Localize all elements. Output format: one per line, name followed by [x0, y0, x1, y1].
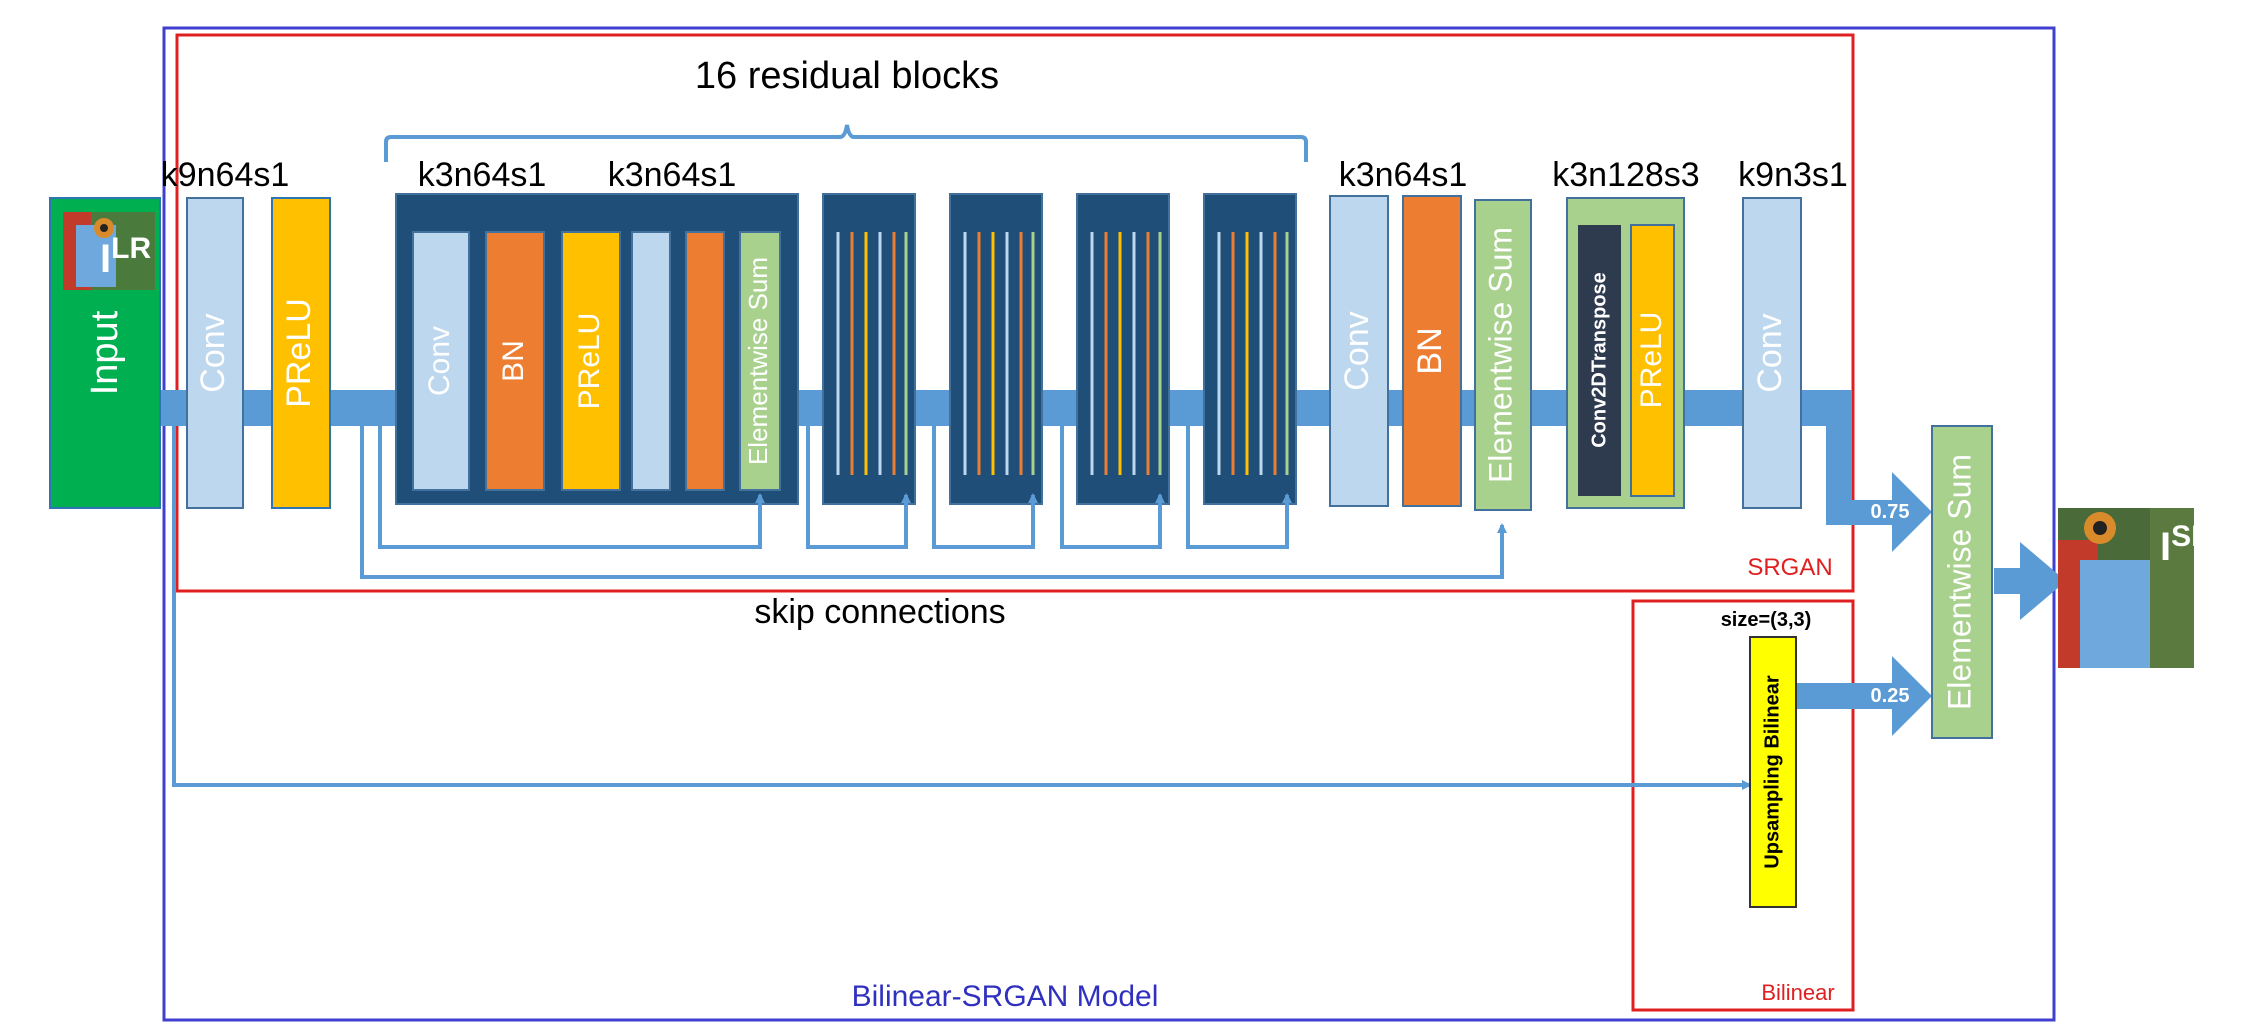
lr-image-label: ILR: [100, 232, 151, 281]
prelu-layer-2: [1630, 224, 1675, 497]
bilinear-border: [1631, 599, 1855, 1012]
prelu-layer-1: [271, 197, 331, 509]
rb-elementwise-sum: [739, 231, 781, 491]
conv2d-transpose-label: Conv2DTranspose: [1588, 272, 1610, 448]
input-label: Input: [84, 310, 126, 395]
upsampling-bilinear-layer: [1749, 636, 1797, 908]
rb-bn-label: BN: [497, 340, 530, 382]
weight-arrow-bilinear: [1892, 656, 1932, 736]
kernel-label-2: k3n64s1: [418, 156, 547, 194]
final-output-arrow: [2020, 542, 2066, 620]
bilinear-input-line: [172, 420, 1752, 790]
bilinear-label: Bilinear: [1761, 980, 1834, 1005]
rb-bn-layer: [485, 231, 545, 491]
final-elementwise-sum-label: Elementwise Sum: [1941, 454, 1977, 710]
weight-arrow-srgan: [1892, 472, 1932, 552]
kernel-label-4: k3n64s1: [1339, 156, 1468, 194]
rb-conv-layer: [412, 231, 470, 491]
rb-conv-layer-2: [631, 231, 671, 491]
conv-layer-1: [186, 197, 244, 509]
rb-bn-layer-2: [685, 231, 725, 491]
upsampling-bilinear-label: Upsampling Bilinear: [1761, 675, 1783, 869]
prelu-layer-2-label: PReLU: [1635, 312, 1668, 409]
sr-image-label: ISR: [2160, 520, 2213, 569]
conv-layer-2: [1329, 195, 1389, 507]
conv2d-transpose-layer: [1578, 225, 1621, 496]
residual-blocks-title: 16 residual blocks: [695, 55, 999, 97]
lr-image-thumbnail: [63, 212, 155, 290]
conv-layer-3: [1742, 197, 1802, 509]
residual-block-5: [1203, 193, 1297, 505]
weight-bilinear: 0.25: [1871, 685, 1910, 707]
sr-image-thumbnail: [2058, 508, 2194, 668]
rb-prelu-layer: [561, 231, 621, 491]
kernel-label-3: k3n64s1: [608, 156, 737, 194]
kernel-label-1: k9n64s1: [161, 156, 290, 194]
bn-layer-2: [1402, 195, 1462, 507]
conv-layer-2-label: Conv: [1338, 311, 1376, 390]
weight-srgan: 0.75: [1871, 501, 1910, 523]
size-label: size=(3,3): [1721, 609, 1812, 631]
srgan-label: SRGAN: [1747, 554, 1832, 581]
elementwise-sum-2: [1474, 199, 1532, 511]
rb-conv-label: Conv: [423, 326, 456, 396]
elementwise-sum-2-label: Elementwise Sum: [1482, 227, 1518, 483]
srgan-border: [175, 33, 1855, 593]
residual-block-3: [949, 193, 1043, 505]
residual-block-2: [822, 193, 916, 505]
kernel-label-6: k9n3s1: [1738, 156, 1848, 194]
bn-layer-2-label: BN: [1411, 327, 1449, 374]
conv-layer-3-label: Conv: [1751, 313, 1789, 392]
conv-layer-1-label: Conv: [194, 313, 232, 392]
rb-elementwise-sum-label: Elementwise Sum: [743, 257, 773, 465]
skip-connections-label: skip connections: [754, 593, 1005, 631]
final-output-path: [1994, 568, 2024, 594]
final-elementwise-sum: [1931, 425, 1993, 739]
long-skip-connection: [360, 420, 1507, 579]
prelu-layer-1-label: PReLU: [280, 298, 318, 408]
residual-brace: [384, 124, 1308, 162]
kernel-label-5: k3n128s3: [1552, 156, 1699, 194]
residual-skip-lines: [378, 420, 1292, 549]
bilinear-output-path: [1789, 683, 1896, 709]
model-label: Bilinear-SRGAN Model: [852, 980, 1159, 1013]
residual-block-4: [1076, 193, 1170, 505]
model-border: [162, 26, 2056, 1022]
rb-prelu-label: PReLU: [573, 313, 606, 410]
